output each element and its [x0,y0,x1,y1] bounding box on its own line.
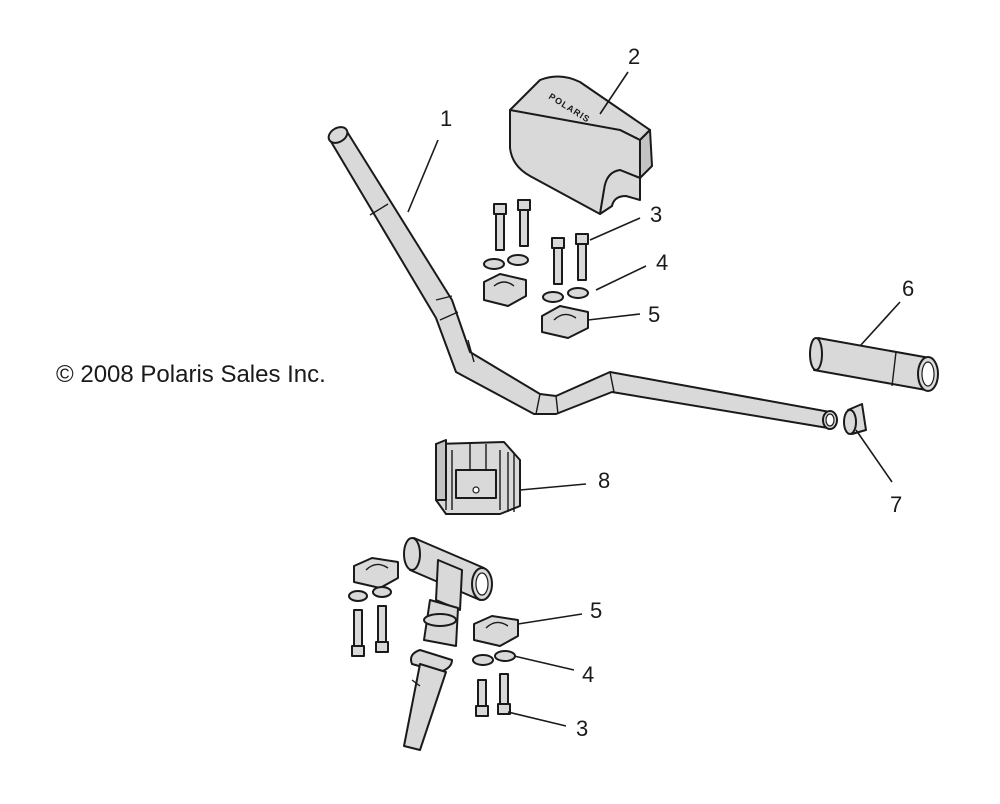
lower-right-clamp [473,615,519,647]
callout-5-upper: 5 [648,302,660,327]
callout-1: 1 [440,106,452,131]
lower-left-washers [348,586,392,602]
lower-left-clamp [353,557,399,589]
callout-2: 2 [628,44,640,69]
callout-4-lower: 4 [582,662,594,687]
lower-left-bolts [351,605,389,657]
callout-3-lower: 3 [576,716,588,741]
copyright-notice: © 2008 Polaris Sales Inc. [56,361,326,388]
upper-clamps [483,273,589,339]
end-plug [843,403,867,435]
callout-5-lower: 5 [590,598,602,623]
handlebar [327,126,838,430]
lower-right-bolts [475,673,511,717]
handlebar-pad: POLARIS [509,75,653,215]
callout-6: 6 [902,276,914,301]
callout-7: 7 [890,492,902,517]
lower-right-washers [472,650,516,666]
callout-labels: 1 2 3 4 5 6 7 8 5 4 3 [440,44,914,741]
upper-bolts [493,199,589,285]
callout-3-upper: 3 [650,202,662,227]
callout-4-upper: 4 [656,250,668,275]
leader-lines [407,71,901,727]
callout-8: 8 [598,468,610,493]
mount-block [435,439,521,515]
grip [809,337,939,392]
upper-washers [483,254,589,303]
steering-post [403,537,493,751]
